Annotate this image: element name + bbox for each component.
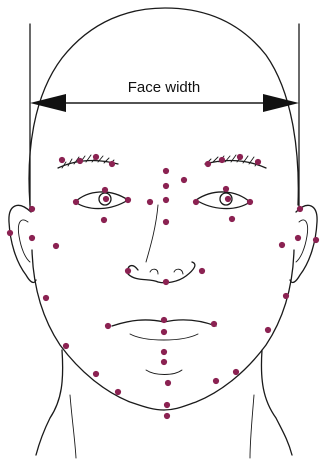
right-arrowhead bbox=[263, 94, 299, 112]
landmark-jaw-l-1 bbox=[43, 295, 49, 301]
landmark-jaw-r-3 bbox=[233, 369, 239, 375]
face-right-contour bbox=[164, 250, 294, 410]
landmark-nose-left bbox=[125, 268, 131, 274]
landmark-brow-l-2 bbox=[77, 158, 83, 164]
landmark-neck-r bbox=[181, 177, 187, 183]
landmark-mouth-r bbox=[211, 321, 217, 327]
neck-left bbox=[36, 350, 63, 455]
landmark-midline-2 bbox=[163, 183, 169, 189]
landmark-eye-r-inner bbox=[193, 199, 199, 205]
landmark-eye-r-top bbox=[223, 186, 229, 192]
landmark-chin-1 bbox=[161, 349, 167, 355]
landmark-neck-l bbox=[165, 380, 171, 386]
landmark-eye-r-pupil bbox=[225, 196, 231, 202]
landmark-eye-r-outer bbox=[247, 199, 253, 205]
landmark-temple-l bbox=[29, 206, 35, 212]
landmark-ear-r-1 bbox=[295, 235, 301, 241]
landmark-chin-3 bbox=[164, 402, 170, 408]
nose-base-line bbox=[128, 262, 195, 283]
landmark-midline-3 bbox=[163, 197, 169, 203]
landmark-nose-right bbox=[199, 268, 205, 274]
chin-crease bbox=[146, 370, 182, 375]
landmark-cheek-l bbox=[53, 243, 59, 249]
face-width-label: Face width bbox=[128, 79, 201, 96]
landmark-mouth-l bbox=[105, 323, 111, 329]
landmark-brow-r-2 bbox=[219, 157, 225, 163]
landmark-jaw-l-4 bbox=[115, 389, 121, 395]
left-arrowhead bbox=[30, 94, 66, 112]
neck-right bbox=[261, 350, 292, 455]
landmark-cheek-r bbox=[279, 242, 285, 248]
landmark-jaw-r-4 bbox=[213, 378, 219, 384]
landmark-jaw-r-1 bbox=[283, 293, 289, 299]
landmark-brow-l-1 bbox=[59, 157, 65, 163]
landmark-temple-r bbox=[297, 206, 303, 212]
landmark-eye-l-bottom bbox=[101, 217, 107, 223]
landmark-brow-l-4 bbox=[109, 161, 115, 167]
face-features bbox=[58, 155, 266, 375]
landmark-jaw-r-2 bbox=[265, 327, 271, 333]
landmark-ear-l-1 bbox=[7, 230, 13, 236]
collar-left bbox=[70, 395, 76, 458]
landmark-ear-r-2 bbox=[313, 237, 319, 243]
landmark-midline-1 bbox=[163, 168, 169, 174]
landmark-chin-4 bbox=[164, 413, 170, 419]
nostrils bbox=[150, 269, 183, 274]
landmark-eye-l-pupil bbox=[103, 196, 109, 202]
face-width-measurement: Face width bbox=[30, 24, 299, 210]
landmark-mouth-top bbox=[161, 317, 167, 323]
landmark-jaw-l-2 bbox=[63, 343, 69, 349]
landmark-mouth-bottom bbox=[161, 329, 167, 335]
landmark-eye-l-outer bbox=[73, 199, 79, 205]
face-left-contour bbox=[32, 250, 164, 410]
collar-right bbox=[250, 395, 254, 458]
head-outline bbox=[29, 8, 298, 205]
nose-bridge bbox=[146, 205, 158, 262]
landmark-brow-r-1 bbox=[205, 161, 211, 167]
right-ear bbox=[290, 205, 317, 282]
landmark-midline-5 bbox=[147, 199, 153, 205]
landmark-brow-r-4 bbox=[255, 159, 261, 165]
landmark-brow-r-3 bbox=[237, 154, 243, 160]
landmark-jaw-l-3 bbox=[93, 371, 99, 377]
landmark-nose-base bbox=[163, 279, 169, 285]
left-ear bbox=[9, 205, 36, 282]
landmark-brow-l-3 bbox=[93, 154, 99, 160]
landmark-points bbox=[7, 154, 319, 419]
landmark-midline-4 bbox=[163, 219, 169, 225]
landmark-chin-2 bbox=[161, 359, 167, 365]
left-ear-inner bbox=[18, 220, 30, 262]
landmark-eye-l-top bbox=[102, 187, 108, 193]
face-outline bbox=[9, 8, 317, 458]
landmark-eye-r-bottom bbox=[229, 216, 235, 222]
landmark-eye-l-inner bbox=[125, 197, 131, 203]
landmark-ear-l-2 bbox=[29, 235, 35, 241]
